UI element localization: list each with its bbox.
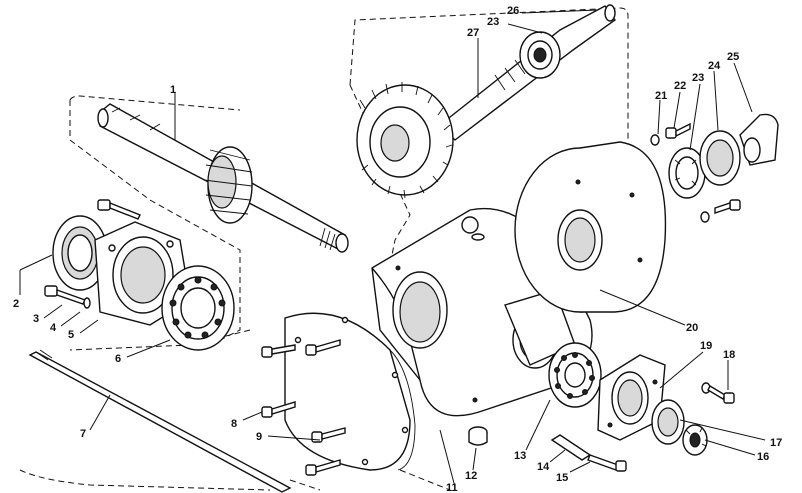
callout-25: 25	[727, 51, 739, 63]
callout-15: 15	[556, 472, 568, 484]
callout-14: 14	[537, 461, 550, 473]
callout-21: 21	[655, 90, 667, 102]
bolt-top-left	[97, 199, 141, 220]
callout-11: 11	[446, 482, 458, 493]
bolt-3	[44, 285, 91, 309]
roller-bearing-6	[161, 265, 235, 351]
callout-18: 18	[723, 349, 735, 361]
tapered-bearing-23	[668, 147, 706, 199]
callout-22: 22	[674, 80, 686, 92]
bolt-18	[701, 382, 735, 404]
callout-26: 26	[507, 5, 519, 17]
nut-16	[682, 424, 708, 456]
callout-4: 4	[50, 322, 57, 334]
bearing-23-top	[519, 31, 561, 79]
bolt-21-22	[650, 122, 691, 146]
callout-7: 7	[80, 428, 86, 440]
callout-23-right: 23	[692, 72, 704, 84]
callout-19: 19	[700, 340, 712, 352]
cover-bolts	[261, 339, 346, 476]
callout-24: 24	[708, 60, 721, 72]
callout-2: 2	[13, 298, 19, 310]
flange-20	[514, 141, 667, 313]
callout-13: 13	[514, 450, 526, 462]
bevel-ring-gear	[356, 82, 454, 199]
seal-2	[52, 215, 108, 291]
group-outline-bottom	[19, 469, 271, 491]
callout-12: 12	[465, 470, 477, 482]
plug-12	[468, 426, 488, 446]
pinion-gear	[203, 146, 253, 224]
yoke-25	[739, 113, 779, 166]
callout-1: 1	[170, 84, 176, 96]
callout-8: 8	[231, 418, 237, 430]
bolt-right-lower	[700, 199, 741, 223]
bearing-13	[548, 342, 602, 408]
leader-lines	[19, 9, 766, 488]
callout-labels: 1 2 3 4 5 6 7 8 9 11 12 13 14 15 16 17 1…	[13, 5, 782, 493]
callout-6: 6	[115, 353, 121, 365]
callout-16: 16	[757, 451, 769, 463]
callout-3: 3	[33, 313, 39, 325]
bolt-15	[587, 454, 627, 472]
group-outline-input-shaft	[69, 95, 241, 351]
seal-17	[651, 399, 685, 445]
callout-17: 17	[770, 437, 782, 449]
callout-20: 20	[686, 322, 698, 334]
callout-9: 9	[256, 431, 262, 443]
rear-plate-19	[597, 354, 666, 441]
callout-23-top: 23	[487, 16, 499, 28]
long-rod-7	[28, 349, 292, 493]
callout-5: 5	[68, 329, 74, 341]
bearing-cup-24	[699, 130, 741, 186]
callout-27: 27	[467, 27, 479, 39]
